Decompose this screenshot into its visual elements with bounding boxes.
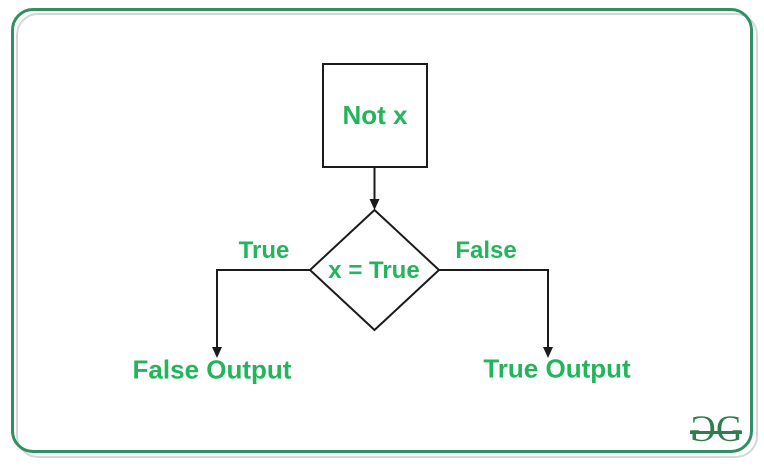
gfg-logo: GG xyxy=(688,409,744,450)
gfg-logo-right-glyph: G xyxy=(716,409,743,450)
card-shadow xyxy=(16,13,758,458)
arrowhead-down-icon xyxy=(212,347,222,358)
output-label-true: True Output xyxy=(483,353,631,384)
start-box-label: Not x xyxy=(342,100,408,130)
arrowhead-down-icon xyxy=(369,199,380,210)
branch-label-true: True xyxy=(238,237,290,264)
gfg-logo-left-glyph: G xyxy=(691,409,716,450)
decision-diamond xyxy=(308,208,441,332)
arrow-true-branch xyxy=(216,269,310,348)
arrowhead-down-icon xyxy=(543,347,553,358)
gfg-logo-crossbar xyxy=(690,431,742,434)
card-frame xyxy=(11,8,753,453)
branch-label-false: False xyxy=(455,237,517,264)
start-box: Not x xyxy=(322,63,428,168)
output-label-false: False Output xyxy=(132,354,292,385)
arrow-false-branch xyxy=(439,269,549,348)
decision-label: x = True xyxy=(328,257,420,284)
